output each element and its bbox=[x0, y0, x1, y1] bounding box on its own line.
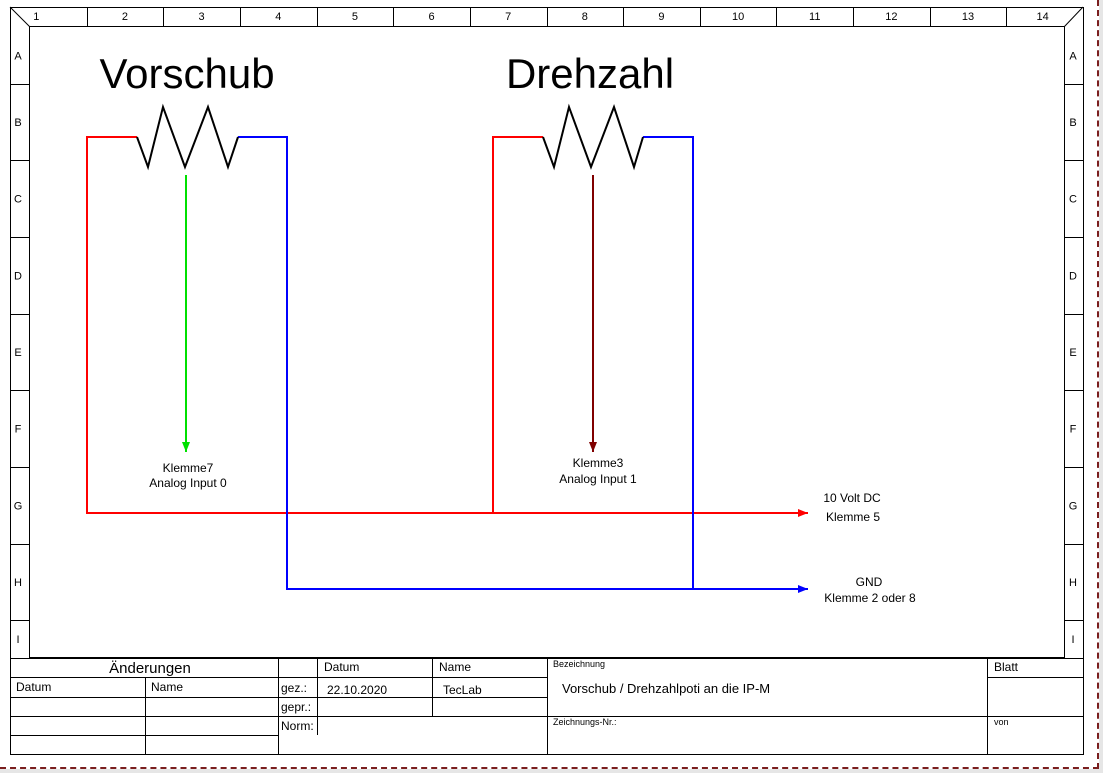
row-label-left: D bbox=[14, 271, 22, 283]
potentiometer-vorschub-resistor bbox=[136, 103, 239, 171]
column-label: 13 bbox=[962, 11, 974, 23]
row-label-right: C bbox=[1069, 194, 1077, 206]
changes-date-header: Datum bbox=[16, 680, 51, 694]
row-label-right: E bbox=[1069, 347, 1076, 359]
changes-name-header: Name bbox=[151, 680, 183, 694]
row-label-right: D bbox=[1069, 271, 1077, 283]
row-label-left: B bbox=[14, 117, 21, 129]
pot1-input-label: Analog Input 0 bbox=[149, 476, 227, 490]
pot1-terminal-label: Klemme7 bbox=[163, 461, 214, 475]
supply-wire bbox=[86, 136, 808, 517]
row-label-left: C bbox=[14, 194, 22, 206]
column-label: 8 bbox=[582, 11, 588, 23]
pot2-terminal-label: Klemme3 bbox=[573, 456, 624, 470]
row-label-left: F bbox=[15, 424, 22, 436]
changes-header: Änderungen bbox=[109, 660, 191, 677]
drawn-label: gez.: bbox=[281, 681, 307, 695]
sheet-label: Blatt bbox=[994, 660, 1019, 674]
column-label: 5 bbox=[352, 11, 358, 23]
row-label-right: H bbox=[1069, 577, 1077, 589]
designation-label: Bezeichnung bbox=[553, 659, 605, 669]
norm-label: Norm: bbox=[281, 719, 314, 733]
drawn-date: 22.10.2020 bbox=[327, 683, 387, 697]
date-header: Datum bbox=[324, 660, 359, 674]
row-label-left: E bbox=[14, 347, 21, 359]
of-label: von bbox=[994, 717, 1009, 727]
designation-value: Vorschub / Drehzahlpoti an die IP-M bbox=[562, 681, 770, 696]
row-label-left: H bbox=[14, 577, 22, 589]
column-label: 11 bbox=[809, 11, 820, 23]
gnd-label: GND bbox=[856, 575, 883, 589]
gnd-terminal-label: Klemme 2 oder 8 bbox=[824, 591, 916, 605]
title-block bbox=[10, 658, 1083, 754]
column-label: 2 bbox=[122, 11, 128, 23]
row-label-right: B bbox=[1069, 117, 1076, 129]
column-label: 4 bbox=[275, 11, 281, 23]
row-label-left: A bbox=[14, 51, 22, 63]
column-label: 3 bbox=[199, 11, 205, 23]
column-label: 1 bbox=[33, 11, 39, 23]
checked-label: gepr.: bbox=[281, 700, 311, 714]
row-label-left: G bbox=[14, 501, 23, 513]
row-label-right: I bbox=[1071, 634, 1074, 646]
supply-label: 10 Volt DC bbox=[823, 491, 881, 505]
drawing-number-label: Zeichnungs-Nr.: bbox=[553, 717, 617, 727]
column-label: 12 bbox=[885, 11, 897, 23]
pot1-title: Vorschub bbox=[99, 50, 274, 97]
gnd-wire bbox=[238, 136, 808, 593]
name-header: Name bbox=[439, 660, 471, 674]
drawn-name: TecLab bbox=[443, 683, 482, 697]
row-label-right: F bbox=[1070, 424, 1077, 436]
column-label: 6 bbox=[428, 11, 434, 23]
supply-terminal-label: Klemme 5 bbox=[826, 510, 880, 524]
pot2-input-label: Analog Input 1 bbox=[559, 472, 637, 486]
row-label-left: I bbox=[16, 634, 19, 646]
column-label: 9 bbox=[658, 11, 664, 23]
column-label: 10 bbox=[732, 11, 744, 23]
column-label: 7 bbox=[505, 11, 511, 23]
column-label: 14 bbox=[1037, 11, 1049, 23]
potentiometer-drehzahl-resistor bbox=[542, 103, 644, 171]
pot2-title: Drehzahl bbox=[506, 50, 674, 97]
row-label-right: G bbox=[1069, 501, 1078, 513]
row-label-right: A bbox=[1069, 51, 1077, 63]
